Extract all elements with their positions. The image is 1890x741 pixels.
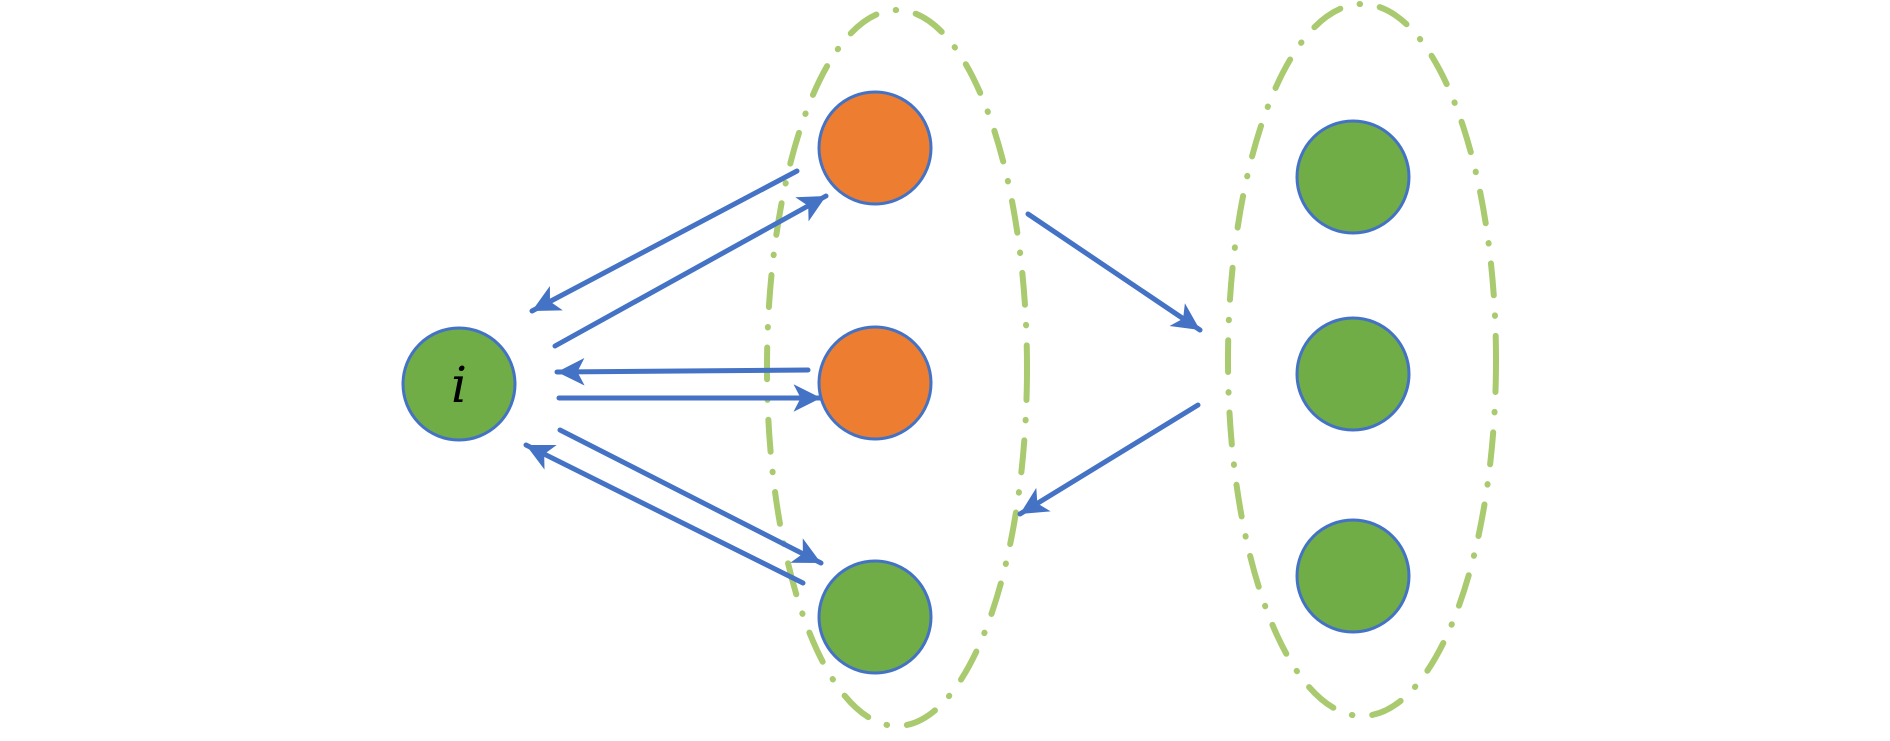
target-node-label: i <box>451 356 467 414</box>
second-hop-group-outline <box>1225 1 1499 719</box>
edge-first-group-to-second-group <box>1025 211 1203 333</box>
edge-h3-to-i <box>523 442 806 586</box>
neighbor-node-1 <box>817 90 933 206</box>
neighbor-node-3 <box>817 559 933 675</box>
neighbor-node-2 <box>817 325 933 441</box>
second-hop-node-3 <box>1295 518 1411 634</box>
edge-i-to-h3 <box>557 427 824 566</box>
edge-second-group-to-first-group <box>1017 402 1201 517</box>
second-hop-node-1 <box>1295 119 1411 235</box>
edge-h1-to-i <box>529 168 800 314</box>
target-node-i <box>401 326 517 442</box>
edge-h2-to-i <box>554 358 811 386</box>
second-hop-node-2 <box>1295 316 1411 432</box>
edge-i-to-h1 <box>552 193 829 349</box>
